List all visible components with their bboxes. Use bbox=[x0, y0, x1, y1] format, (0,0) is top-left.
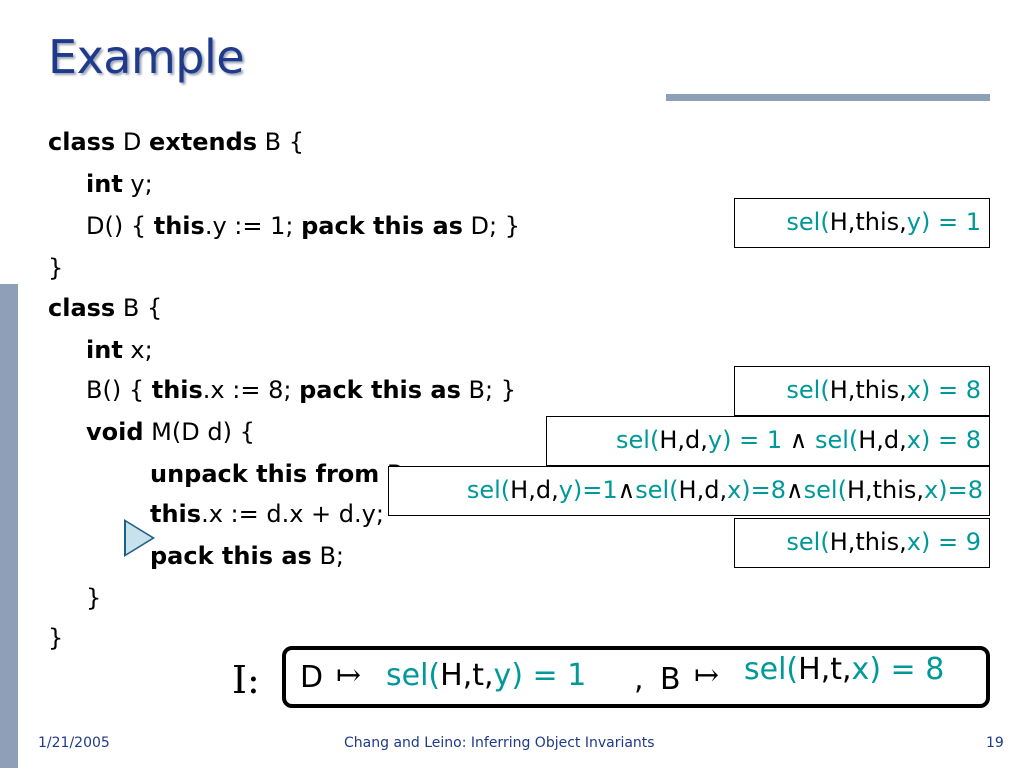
invariant-d-class: D bbox=[300, 660, 324, 695]
code-line-10: this.x := d.x + d.y; bbox=[150, 500, 384, 528]
invariant-d-formula: sel(H,t,y) = 1 bbox=[386, 658, 587, 693]
maps-to-icon: ↦ bbox=[694, 658, 720, 693]
invariant-separator: , bbox=[634, 662, 644, 697]
annotation-box-2: sel(H,this,x) = 8 bbox=[734, 366, 990, 416]
maps-to-icon: ↦ bbox=[336, 658, 362, 693]
current-line-arrow-fill bbox=[126, 522, 152, 554]
code-line-3: D() { this.y := 1; pack this as D; } bbox=[86, 212, 521, 240]
page-number: 19 bbox=[986, 735, 1004, 751]
annotation-box-4: sel(H,d,y)=1∧sel(H,d,x)=8∧sel(H,this,x)=… bbox=[388, 466, 990, 516]
code-line-11: pack this as B; bbox=[150, 542, 345, 570]
invariant-box bbox=[282, 646, 990, 708]
code-line-5: class B { bbox=[48, 294, 163, 322]
title-underline bbox=[666, 94, 990, 101]
annotation-box-5: sel(H,this,x) = 9 bbox=[734, 518, 990, 568]
annotation-box-3: sel(H,d,y) = 1 ∧ sel(H,d,x) = 8 bbox=[546, 416, 990, 466]
code-line-1: class D extends B { bbox=[48, 128, 305, 156]
code-line-13: } bbox=[48, 624, 64, 652]
annotation-box-1: sel(H,this,y) = 1 bbox=[734, 198, 990, 248]
left-accent-bar bbox=[0, 284, 18, 768]
code-line-4: } bbox=[48, 254, 64, 282]
code-line-2: int y; bbox=[86, 170, 153, 198]
invariant-b-formula: sel(H,t,x) = 8 bbox=[744, 652, 945, 687]
footer-title: Chang and Leino: Inferring Object Invari… bbox=[344, 735, 655, 751]
code-line-8: void M(D d) { bbox=[86, 418, 255, 446]
code-line-7: B() { this.x := 8; pack this as B; } bbox=[86, 376, 516, 404]
invariant-label: I: bbox=[232, 658, 260, 702]
code-line-12: } bbox=[86, 584, 102, 612]
slide-title: Example bbox=[48, 30, 245, 84]
code-line-9: unpack this from B; bbox=[150, 460, 411, 488]
code-line-6: int x; bbox=[86, 336, 153, 364]
footer-date: 1/21/2005 bbox=[38, 735, 110, 751]
invariant-b-class: B bbox=[660, 662, 681, 697]
